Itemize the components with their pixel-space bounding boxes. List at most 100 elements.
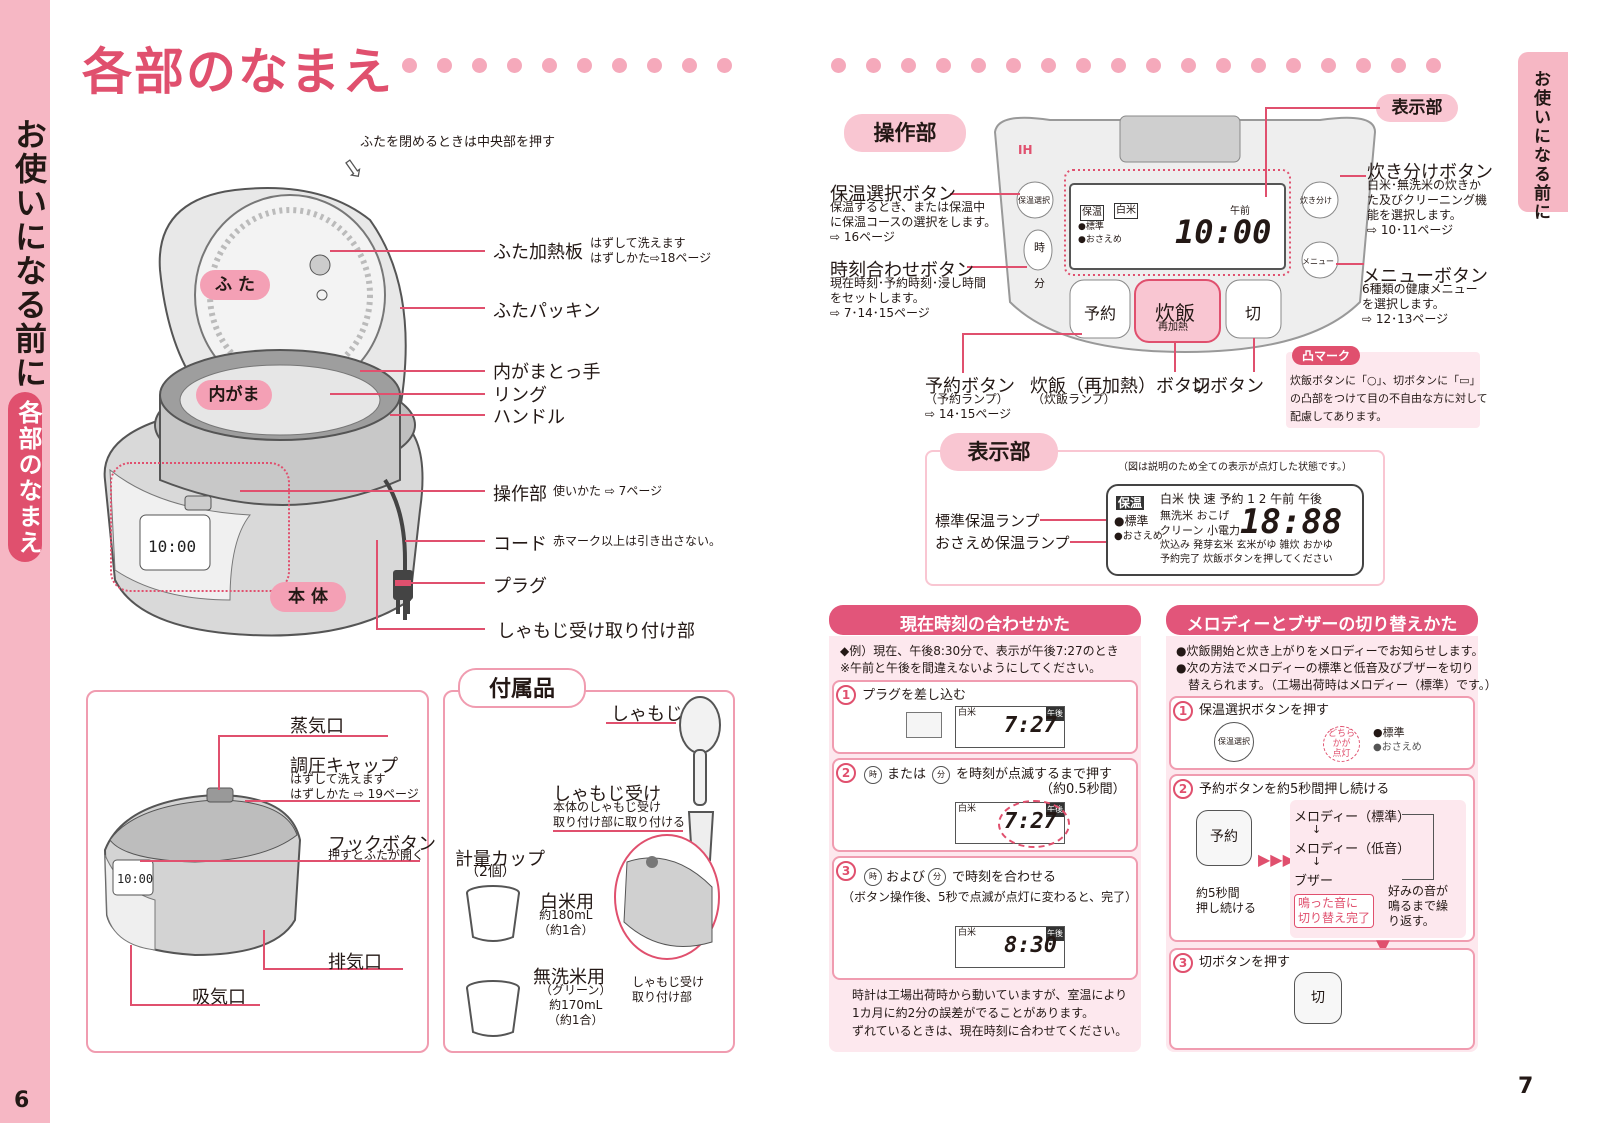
display-lcd-row2: 無洗米 おこげ [1160,509,1230,522]
clockset-lcd2-hakumai: 白米 [958,804,977,814]
clockset-step2-num: 2 [836,762,856,783]
accessory-cup: 計量カップ [455,849,545,870]
page-number-right: 7 [1518,1074,1534,1099]
panel-lcd-osae: ●おさえめ [1078,235,1122,245]
open-cooker-lcd-time: 10:00 [148,537,196,556]
accessory-white-cup: 白米用 [540,892,594,913]
panel-key-kiwake[interactable]: 炊き分け [1300,196,1332,205]
melody-step3-num: 3 [1173,952,1193,973]
part-hook-button-note: 押すとふたが開く [328,848,425,862]
measuring-cup-musen-icon [466,980,520,1037]
part-intake: 吸気口 [192,987,246,1008]
accessory-holder: しゃもじ受け [553,784,661,805]
part-shamoji-mount: しゃもじ受け取り付け部 [497,621,695,642]
clockset-lcd3-hakumai: 白米 [958,928,977,938]
melody-key-kiri[interactable]: 切 [1294,972,1342,1024]
clockset-step3-text2: で時刻を合わせる [952,870,1057,885]
display-lcd-row3: クリーン 小電力 [1160,524,1240,537]
melody-option-low: メロディー（低音） [1294,842,1411,857]
btn-label-clock: 時刻合わせボタン [830,260,974,281]
leader-line [553,830,683,832]
melody-step3-text: 切ボタンを押す [1199,955,1291,970]
panel-key-yoyaku[interactable]: 予約 [1084,304,1117,323]
leader-line [240,490,485,492]
closed-cooker-lcd-time: 10:00 [117,872,153,886]
melody-step2-num: 2 [1173,778,1193,799]
clockset-lcd1-time: 7:27 [1004,713,1057,738]
accessory-white-cup-note: 約180mL （約1合） [538,908,594,937]
leader-line [405,540,485,542]
part-handle: ハンドル [493,407,565,428]
leader-line [962,333,1082,335]
leader-line [1070,541,1115,543]
leader-line [410,582,485,584]
region-label-inner-pot: 内がま [196,380,272,410]
leader-line [376,628,485,630]
leader-line [1174,342,1176,372]
leader-line [1265,107,1380,109]
leader-line [967,266,1027,268]
panel-lcd-hyojun: ●標準 [1078,222,1104,232]
btn-label-hoon: 保温選択ボタン [830,184,956,205]
part-lid-heater-note: はずして洗えます はずしかた⇨18ページ [590,236,712,265]
melody-key-yoyaku-label: 予約 [1210,829,1238,845]
panel-key-suihan[interactable]: 炊飯 [1155,301,1195,325]
display-lamp-standard: 標準保温ランプ [935,512,1040,530]
leader-line [1336,263,1364,265]
display-lamp-osae: おさえめ保温ランプ [935,534,1070,552]
accessory-cup-count: （2個） [465,864,516,880]
display-lcd-hoon: 保温 [1116,496,1145,510]
blink-marks-icon [998,800,1070,848]
melody-step1-num: 1 [1173,700,1193,721]
leader-line [330,250,485,252]
accessory-holder-mount: しゃもじ受け 取り付け部 [632,975,705,1004]
display-note: （図は説明のため全ての表示が点灯した状態です。） [1118,462,1352,473]
clockset-footnote: 時計は工場出荷時から動いていますが、室温により 1カ月に約2分の誤差がでることが… [852,988,1128,1038]
clockset-lcd3-time: 8:30 [1004,933,1057,958]
panel-key-fun[interactable]: 分 [1034,277,1045,290]
melody-key-yoyaku[interactable]: 予約 [1196,810,1252,866]
left-side-subtab-label: 各部のなまえ [14,400,42,556]
btn-label-yoyaku: 予約ボタン [925,376,1015,397]
panel-key-menu[interactable]: メニュー [1302,257,1334,266]
leader-line [263,968,403,970]
totsu-mark-text: 炊飯ボタンに「○」、切ボタンに「▭」 の凸部をつけて目の不自由な方に対して 配慮… [1290,374,1488,423]
panel-key-ji[interactable]: 時 [1034,241,1045,254]
control-panel-illustration: IH [993,115,1377,354]
plug-insert-icon [906,712,942,738]
display-lcd-row5: 予約完了 炊飯ボタンを押してください [1160,554,1333,565]
melody-hold: 約5秒間 押し続ける [1196,886,1257,915]
melody-std: ●標準 [1373,726,1405,739]
clockset-step3-num: 3 [836,860,856,881]
melody-cycle-arrow-down-2: ↓ [1312,855,1322,868]
melody-key-hoon[interactable]: 保温選択 [1214,722,1254,762]
display-lcd-full [1106,484,1364,576]
clockset-header: 現在時刻の合わせかた [829,605,1141,635]
clockset-step2-text3: （約0.5秒間） [1040,782,1126,797]
panel-key-kiri[interactable]: 切 [1245,304,1262,323]
melody-intro: ●炊飯開始と炊き上がりをメロディーでお知らせします。 ●次の方法でメロディーの標… [1176,644,1497,692]
btn-note-clock: 現在時刻･予約時刻･浸し時間 をセットします。 ⇨ 7･14･15ページ [830,276,987,320]
left-side-subtab: 各部のなまえ [8,392,42,562]
clockset-step3-text: および [886,870,926,885]
leader-line [400,307,485,309]
totsu-mark-title: 凸マーク [1292,346,1361,365]
panel-key-hoon[interactable]: 保温選択 [1018,196,1050,205]
display-lcd-hyojun: ●標準 [1114,514,1149,528]
lid-hint: ふたを閉めるときは中央部を押す [360,135,556,150]
accessory-holder-note: 本体のしゃもじ受け 取り付け部に取り付ける [553,800,686,829]
shamoji-icon [679,696,721,806]
leader-line [130,945,132,1005]
melody-either: どちら かが 点灯 [1323,726,1361,762]
leader-line [962,333,964,373]
display-section-title: 表示部 [940,433,1058,471]
region-label-lid: ふ た [200,270,270,300]
leader-line [218,735,220,790]
part-plug: プラグ [493,576,547,597]
leader-line [140,860,420,862]
part-lid-packing: ふたパッキン [493,301,601,322]
part-pressure-cap-note: はずして洗えます はずしかた ⇨ 19ページ [290,772,419,801]
melody-key-kiri-label: 切 [1311,990,1325,1006]
leader-line [390,414,485,416]
leader-line [1340,175,1366,177]
